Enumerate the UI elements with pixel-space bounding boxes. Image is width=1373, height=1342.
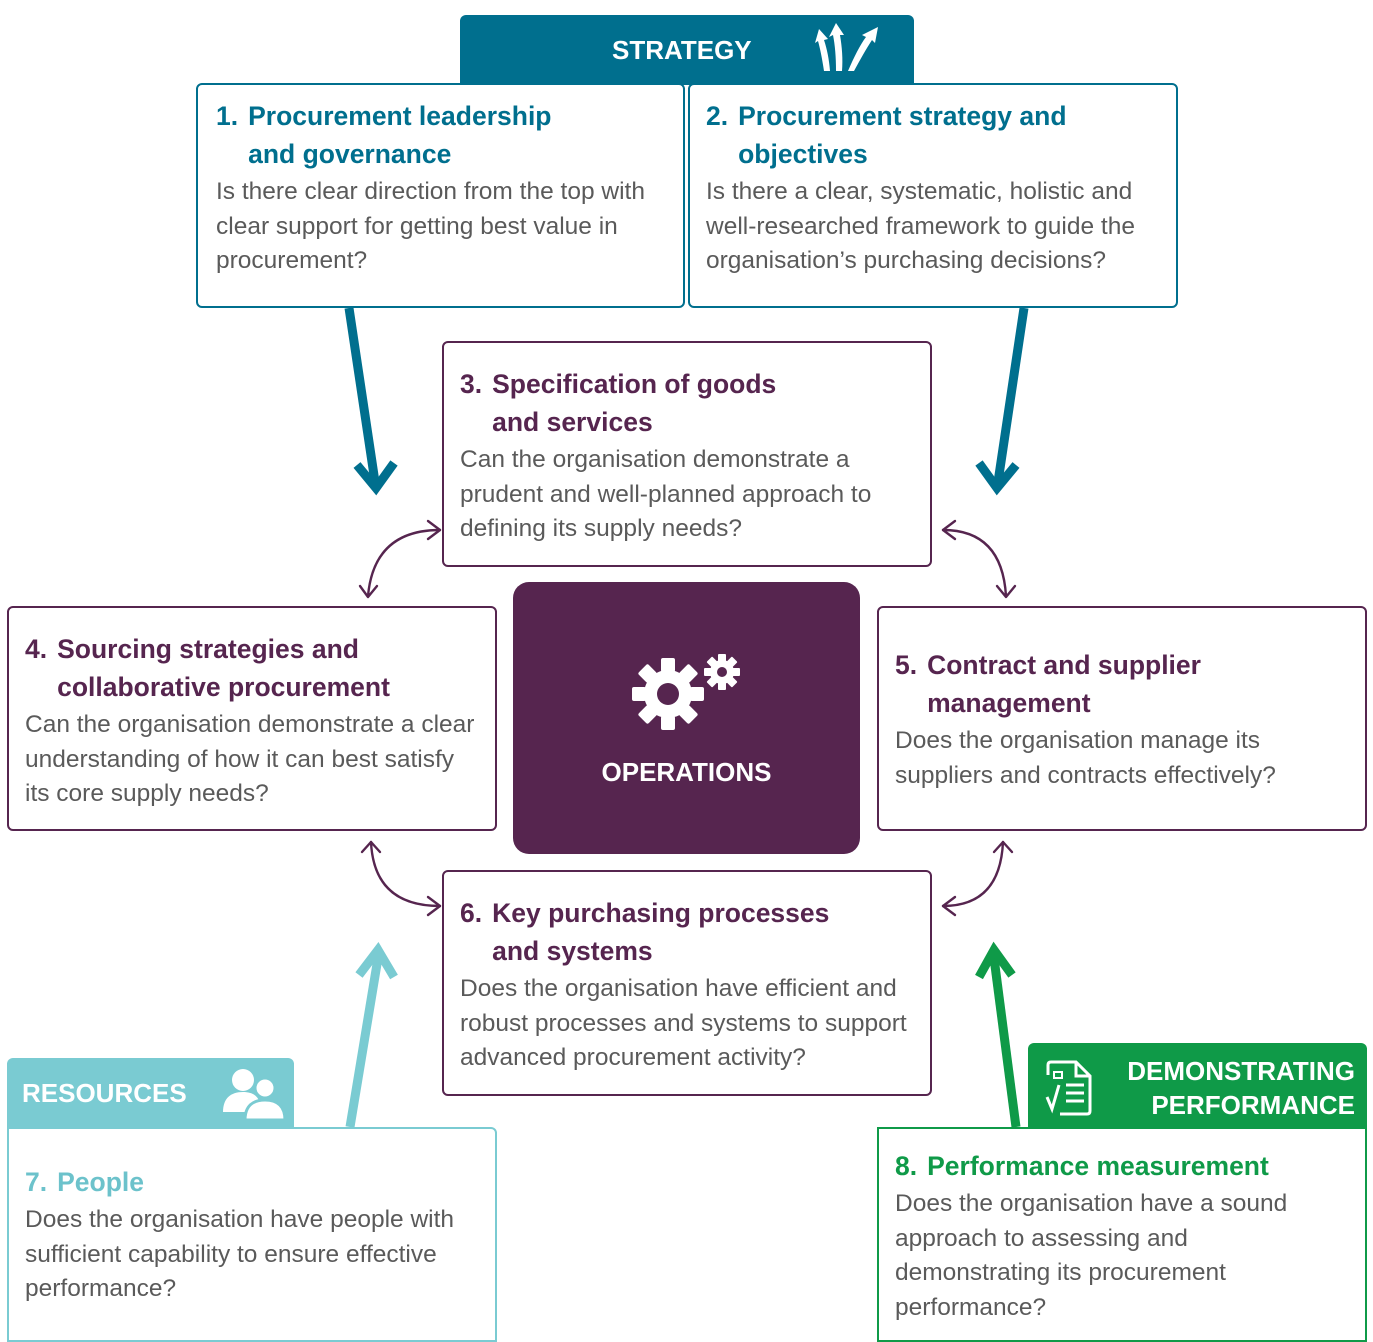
operations-label: OPERATIONS: [601, 757, 772, 787]
box-title: Key purchasing processes and systems: [492, 898, 830, 966]
box-number: 6.: [460, 898, 483, 928]
box-specification: 3. Specification of goods and services C…: [442, 341, 932, 567]
box-description: Can the organisation demonstrate a prude…: [460, 446, 872, 542]
box-title: Performance measurement: [927, 1151, 1269, 1181]
box-contract-supplier: 5. Contract and supplier management Does…: [877, 606, 1367, 831]
box-number: 8.: [895, 1151, 918, 1181]
box-purchasing-processes: 6. Key purchasing processes and systems …: [442, 870, 932, 1096]
box-people: 7. People Does the organisation have peo…: [7, 1127, 497, 1342]
upward-arrows-icon: [814, 23, 886, 78]
resources-label: RESOURCES: [22, 1078, 187, 1108]
operations-block: OPERATIONS: [513, 582, 860, 854]
box-number: 4.: [25, 634, 48, 664]
box-number: 2.: [706, 101, 729, 131]
performance-label-line1: DEMONSTRATING: [1127, 1056, 1355, 1086]
resources-arrow: [345, 941, 398, 1128]
performance-arrow: [975, 941, 1021, 1128]
box-description: Does the organisation have a sound appro…: [895, 1190, 1288, 1321]
box-title: Procurement strategy and objectives: [738, 101, 1067, 169]
box-description: Is there clear direction from the top wi…: [216, 178, 645, 274]
box-title: Sourcing strategies and collaborative pr…: [57, 634, 390, 702]
box-description: Can the organisation demonstrate a clear…: [25, 711, 475, 807]
performance-label: DEMONSTRATING PERFORMANCE: [1127, 1054, 1355, 1122]
curved-arrow-4-6: [360, 840, 442, 917]
box-title: Contract and supplier management: [927, 650, 1201, 718]
box-description: Does the organisation have efficient and…: [460, 975, 907, 1071]
box-title: Specification of goods and services: [492, 369, 777, 437]
strategy-label: STRATEGY: [612, 35, 752, 65]
box-description: Does the organisation manage its supplie…: [895, 727, 1276, 789]
box-number: 3.: [460, 369, 483, 399]
box-leadership-governance: 1. Procurement leadership and governance…: [196, 83, 685, 308]
box-strategy-objectives: 2. Procurement strategy and objectives I…: [688, 83, 1178, 308]
strategy-arrow-right: [975, 307, 1029, 496]
box-title: People: [57, 1167, 144, 1197]
box-sourcing-strategies: 4. Sourcing strategies and collaborative…: [7, 606, 497, 831]
box-performance-measurement: 8. Performance measurement Does the orga…: [877, 1127, 1367, 1342]
performance-tab: DEMONSTRATING PERFORMANCE: [1028, 1043, 1367, 1129]
performance-label-line2: PERFORMANCE: [1151, 1090, 1355, 1120]
gears-icon: [630, 652, 746, 737]
curved-arrow-3-5: [941, 519, 1017, 599]
curved-arrow-5-6: [941, 840, 1014, 917]
box-title: Procurement leadership and governance: [248, 101, 552, 169]
box-number: 1.: [216, 101, 239, 131]
resources-tab: RESOURCES: [7, 1058, 294, 1128]
strategy-arrow-left: [344, 307, 398, 496]
people-icon: [221, 1066, 287, 1127]
box-description: Does the organisation have people with s…: [25, 1206, 455, 1302]
document-check-icon: [1044, 1059, 1094, 1122]
box-description: Is there a clear, systematic, holistic a…: [706, 178, 1135, 274]
curved-arrow-3-4: [358, 519, 442, 599]
box-number: 5.: [895, 650, 918, 680]
box-number: 7.: [25, 1167, 48, 1197]
strategy-tab: STRATEGY: [460, 15, 914, 85]
